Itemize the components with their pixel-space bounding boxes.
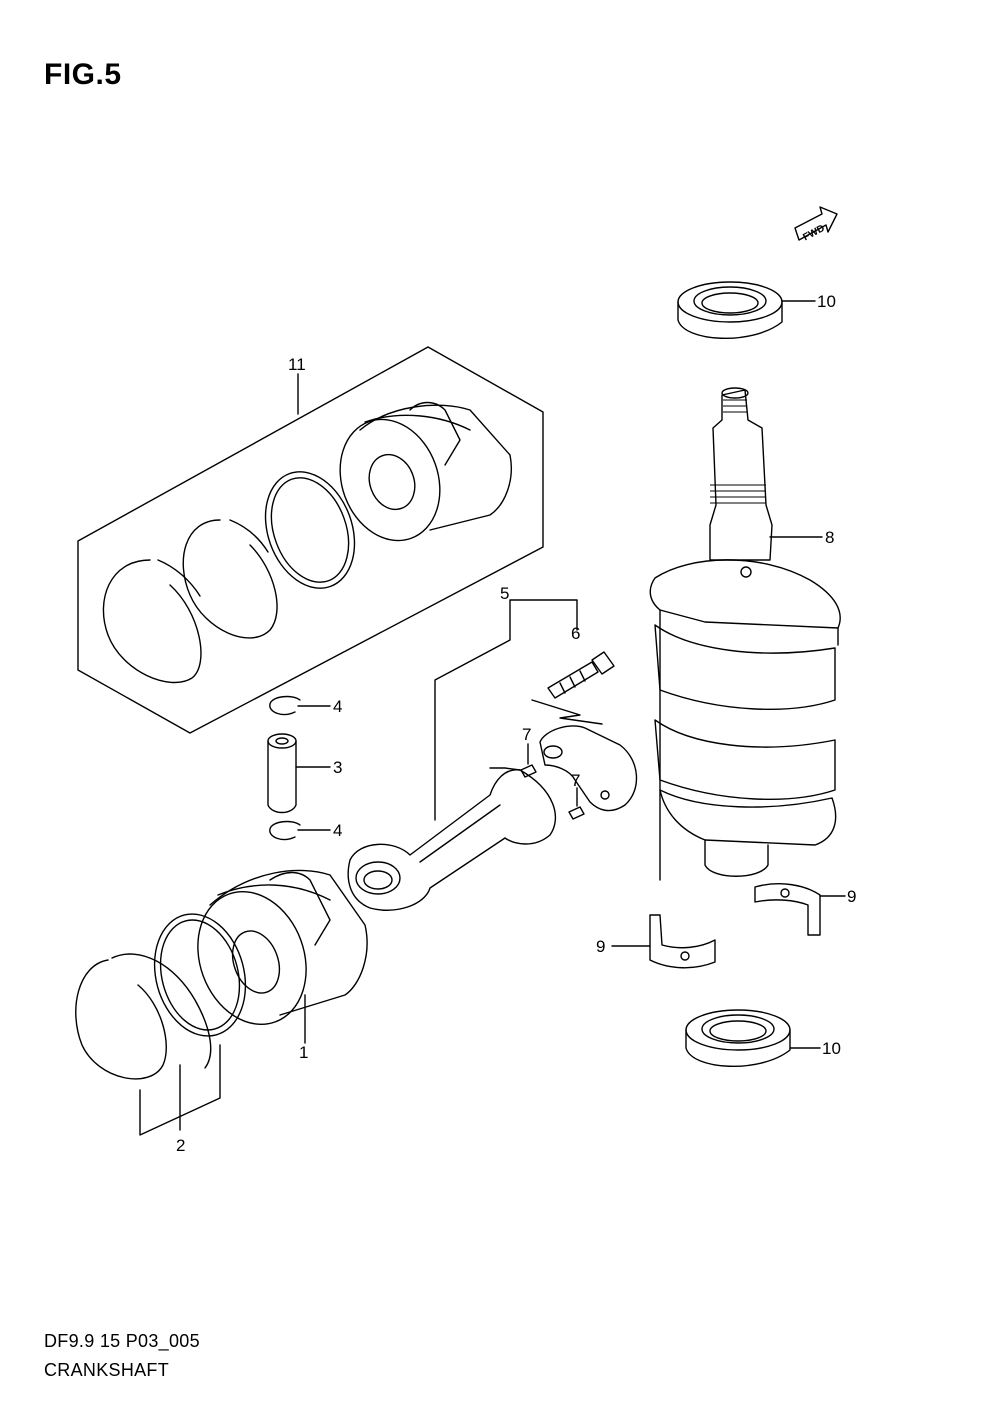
dowel-pin-right <box>568 787 585 820</box>
callout-4-lower: 4 <box>333 821 342 840</box>
piston-set-outline <box>77 346 544 734</box>
callout-5: 5 <box>500 584 509 603</box>
callout-8: 8 <box>825 528 834 547</box>
piston-rings-set <box>102 471 356 684</box>
callout-1: 1 <box>299 1043 308 1062</box>
callout-2: 2 <box>176 1136 185 1155</box>
crankshaft <box>649 387 841 881</box>
connecting-rod <box>347 767 557 911</box>
circlip-lower <box>269 820 331 841</box>
conrod-bolt <box>547 651 615 699</box>
piston-pin <box>267 733 331 814</box>
dowel-pin-left <box>520 743 537 778</box>
conrod-cap <box>539 725 638 812</box>
callout-11: 11 <box>288 355 306 374</box>
figure-title: FIG.5 <box>44 58 122 91</box>
piston-rings <box>75 913 247 1136</box>
callout-3: 3 <box>333 758 342 777</box>
callout-9-left: 9 <box>596 937 605 956</box>
break-line <box>531 699 603 725</box>
callout-6: 6 <box>571 624 580 643</box>
piston <box>197 869 368 1044</box>
figure-name: CRANKSHAFT <box>44 1360 170 1380</box>
callout-7-left: 7 <box>522 725 531 744</box>
main-bearing-left <box>611 914 716 969</box>
callout-4-upper: 4 <box>333 697 342 716</box>
callout-7-right: 7 <box>571 771 580 790</box>
conrod-bracket <box>434 599 578 821</box>
piston-in-set <box>339 401 512 542</box>
callout-10-bottom: 10 <box>822 1039 841 1058</box>
oil-seal-bottom <box>685 1009 821 1067</box>
main-bearing-right <box>754 883 846 936</box>
fwd-arrow-icon: FWD <box>794 206 838 243</box>
circlip-upper <box>269 695 331 716</box>
figure-code: DF9.9 15 P03_005 <box>44 1331 200 1351</box>
oil-seal-top <box>677 281 816 339</box>
callout-9-right: 9 <box>847 887 856 906</box>
callout-10-top: 10 <box>817 292 836 311</box>
